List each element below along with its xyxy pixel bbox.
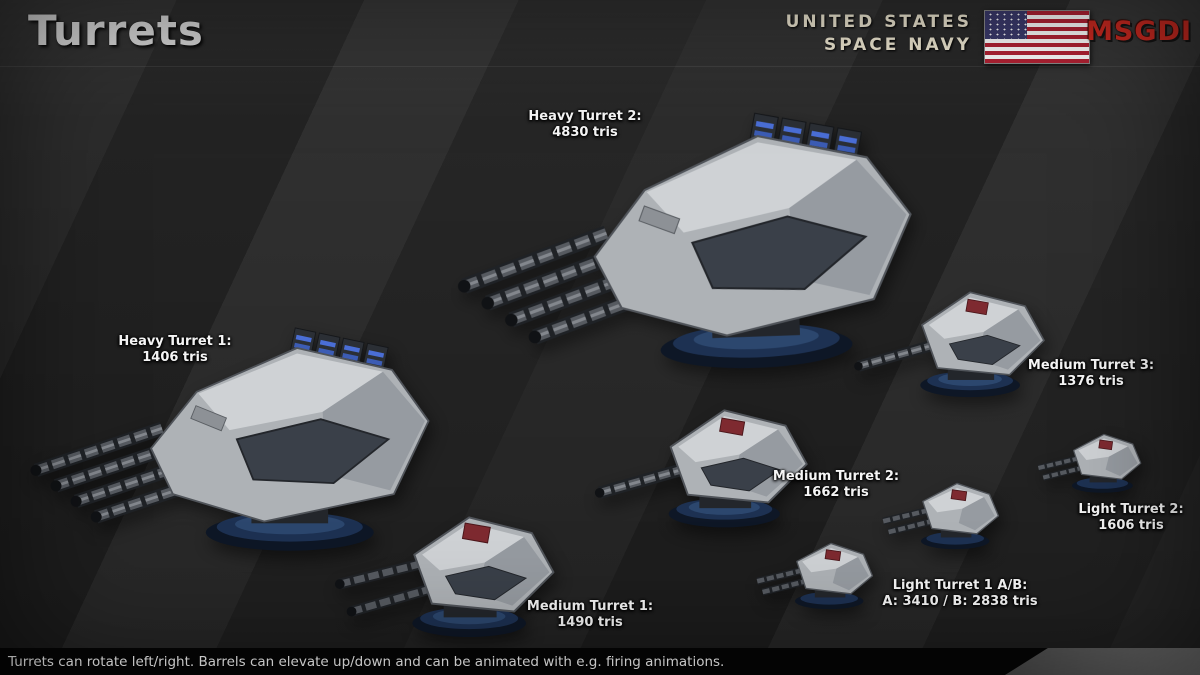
turret-tris: 1406 tris xyxy=(142,350,208,366)
turret-tris: 4830 tris xyxy=(552,125,618,141)
turret-tris: 1662 tris xyxy=(803,485,869,501)
page-title: Turrets xyxy=(28,6,204,55)
turret-name: Heavy Turret 1: xyxy=(118,334,232,349)
turret-name: Medium Turret 2: xyxy=(772,469,900,484)
medium-turret-1-label: Medium Turret 1: 1490 tris xyxy=(527,599,653,632)
footer-note: Turrets can rotate left/right. Barrels c… xyxy=(8,653,725,670)
light-turret-1-label: Light Turret 1 A/B: A: 3410 / B: 2838 tr… xyxy=(882,578,1037,611)
turret-tris: 1606 tris xyxy=(1098,518,1164,534)
heavy-turret-1-label: Heavy Turret 1: 1406 tris xyxy=(118,334,231,367)
org-name: UNITED STATES SPACE NAVY xyxy=(786,11,972,57)
turret-name: Medium Turret 1: xyxy=(526,599,654,614)
light-turret-2-render xyxy=(1032,412,1152,496)
turret-name: Light Turret 2: xyxy=(1078,502,1184,517)
header: Turrets UNITED STATES SPACE NAVY MSGDI xyxy=(0,0,1200,67)
us-flag-canton xyxy=(985,11,1027,39)
turret-name: Medium Turret 3: xyxy=(1027,358,1155,373)
light-turret-2-label: Light Turret 2: 1606 tris xyxy=(1078,502,1183,535)
us-flag xyxy=(984,10,1090,64)
brand-logo: MSGDI xyxy=(1086,16,1192,47)
light-turret-1a-render xyxy=(750,518,885,613)
medium-turret-2-label: Medium Turret 2: 1662 tris xyxy=(773,469,899,502)
turret-name: Heavy Turret 2: xyxy=(528,109,642,124)
org-line1: UNITED STATES xyxy=(785,12,972,32)
light-turret-1a-model xyxy=(750,518,885,613)
heavy-turret-2-label: Heavy Turret 2: 4830 tris xyxy=(528,109,641,142)
light-turret-2-model xyxy=(1032,412,1152,496)
turret-tris: 1376 tris xyxy=(1058,374,1124,390)
org-line2: SPACE NAVY xyxy=(823,35,972,55)
footer-gray-segment xyxy=(1005,648,1200,675)
footer-bar: Turrets can rotate left/right. Barrels c… xyxy=(0,648,1200,675)
turret-tris: 1490 tris xyxy=(557,615,623,631)
turret-tris: A: 3410 / B: 2838 tris xyxy=(882,594,1038,610)
medium-turret-3-label: Medium Turret 3: 1376 tris xyxy=(1028,358,1154,391)
turret-name: Light Turret 1 A/B: xyxy=(892,578,1028,593)
medium-turret-2-render xyxy=(588,372,828,535)
medium-turret-2-model xyxy=(588,372,828,535)
